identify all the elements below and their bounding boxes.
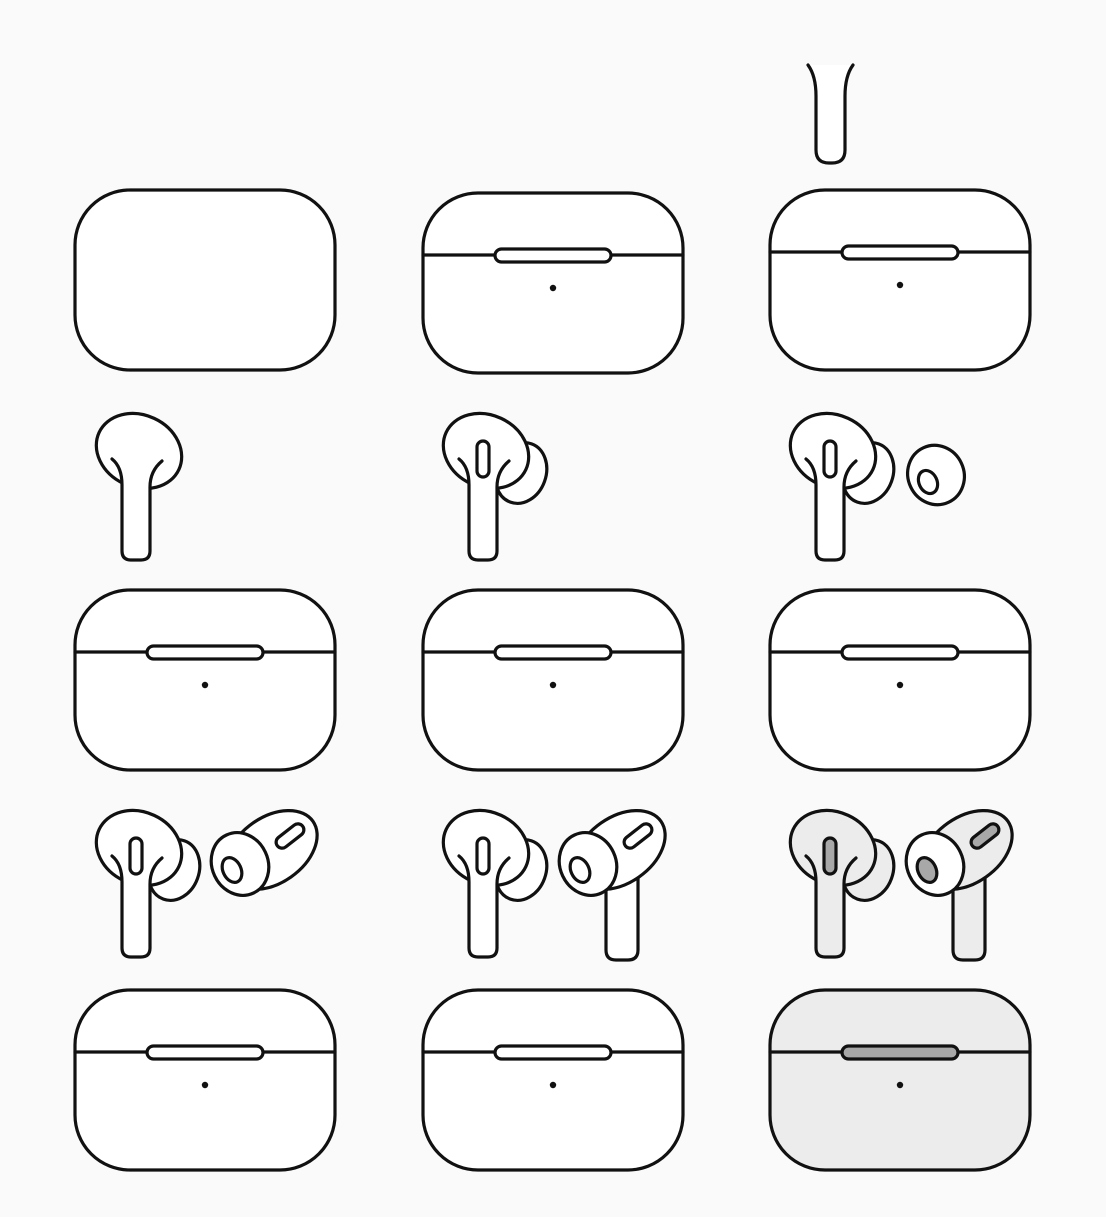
case-step-1 xyxy=(73,188,337,372)
right-earbud xyxy=(547,792,682,962)
case-step-2 xyxy=(421,191,685,375)
left-earbud xyxy=(82,795,210,959)
ear-tip-stem-sketch xyxy=(806,63,855,165)
case-step-6 xyxy=(768,588,1032,772)
right-earbud-head xyxy=(199,792,334,908)
case-step-8 xyxy=(421,988,685,1172)
left-earbud-with-tip xyxy=(776,398,904,562)
case-step-4 xyxy=(73,588,337,772)
loose-ear-tip xyxy=(906,443,966,507)
left-earbud xyxy=(429,795,557,959)
case-step-9-colored xyxy=(768,988,1032,1172)
case-step-7 xyxy=(73,988,337,1172)
left-earbud-with-tip xyxy=(429,398,557,562)
case-step-3 xyxy=(768,188,1032,372)
case-step-5 xyxy=(421,588,685,772)
left-earbud-outline xyxy=(82,398,196,562)
left-earbud-colored xyxy=(776,795,904,959)
right-earbud-colored xyxy=(894,792,1029,962)
